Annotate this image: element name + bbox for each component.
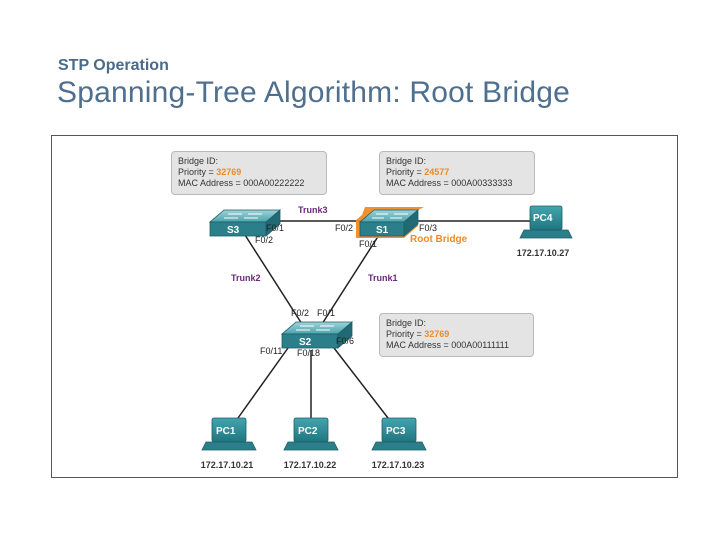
switch-s1[interactable]: S1	[356, 207, 424, 238]
s2-port-f06: F0/6	[336, 336, 355, 346]
mac-line: MAC Address = 000A00333333	[386, 178, 513, 188]
s2-pc1-link	[237, 347, 289, 419]
bridge-id-box-s1: Bridge ID: Priority = 24577 MAC Address …	[379, 151, 535, 195]
trunk1-link	[321, 234, 380, 325]
topology-diagram: S3 S1 S2	[51, 135, 678, 478]
pc3[interactable]: PC3	[371, 417, 427, 451]
bridge-id-heading: Bridge ID:	[386, 156, 427, 166]
s2-label: S2	[299, 337, 312, 348]
pc1[interactable]: PC1	[201, 417, 257, 451]
mac-line: MAC Address = 000A00111111	[386, 340, 509, 350]
s1-port-f03: F0/3	[419, 223, 438, 233]
bridge-id-box-s2: Bridge ID: Priority = 32769 MAC Address …	[379, 313, 534, 357]
s2-port-f011: F0/11	[260, 346, 283, 356]
pc4-label: PC4	[533, 213, 553, 224]
priority-label: Priority =	[386, 167, 425, 177]
priority-line: Priority = 32769	[178, 167, 320, 178]
trunk2-label: Trunk2	[231, 273, 261, 283]
root-bridge-label: Root Bridge	[410, 234, 468, 245]
priority-value: 24577	[424, 167, 450, 177]
priority-line: Priority = 24577	[386, 167, 528, 178]
pc2-ip: 172.17.10.22	[283, 460, 337, 470]
switch-s2[interactable]: S2	[280, 321, 354, 349]
s1-port-f02: F0/2	[335, 223, 354, 233]
s3-port-f01: F0/1	[266, 223, 285, 233]
s3-label: S3	[227, 225, 240, 236]
pc4-ip: 172.17.10.27	[516, 248, 570, 258]
priority-label: Priority =	[178, 167, 217, 177]
pc4[interactable]: PC4	[519, 205, 573, 239]
pc1-ip: 172.17.10.21	[200, 460, 254, 470]
bridge-id-box-s3: Bridge ID: Priority = 32769 MAC Address …	[171, 151, 327, 195]
section-subtitle: STP Operation	[58, 57, 169, 74]
s2-port-f01: F0/1	[317, 308, 336, 318]
s2-port-f02: F0/2	[291, 308, 310, 318]
pc2[interactable]: PC2	[283, 417, 339, 451]
s1-label: S1	[376, 225, 389, 236]
s1-port-f01: F0/1	[359, 239, 378, 249]
s2-port-f018: F0/18	[297, 348, 321, 358]
trunk1-label: Trunk1	[368, 273, 398, 283]
priority-value: 32769	[216, 167, 242, 177]
pc3-ip: 172.17.10.23	[371, 460, 425, 470]
priority-value: 32769	[424, 329, 450, 339]
pc2-label: PC2	[298, 426, 318, 437]
topology-svg: S3 S1 S2	[201, 205, 573, 451]
bridge-id-heading: Bridge ID:	[386, 318, 427, 328]
mac-line: MAC Address = 000A00222222	[178, 178, 305, 188]
trunk3-label: Trunk3	[298, 205, 328, 215]
priority-label: Priority =	[386, 329, 425, 339]
pc1-label: PC1	[216, 426, 236, 437]
s2-pc3-link	[333, 347, 389, 419]
switch-s3[interactable]: S3	[208, 209, 282, 237]
bridge-id-heading: Bridge ID:	[178, 156, 219, 166]
links	[237, 220, 530, 419]
s3-port-f02: F0/2	[255, 235, 274, 245]
priority-line: Priority = 32769	[386, 329, 527, 340]
trunk2-link	[244, 234, 303, 325]
page-title: Spanning-Tree Algorithm: Root Bridge	[57, 76, 571, 109]
pc3-label: PC3	[386, 426, 406, 437]
